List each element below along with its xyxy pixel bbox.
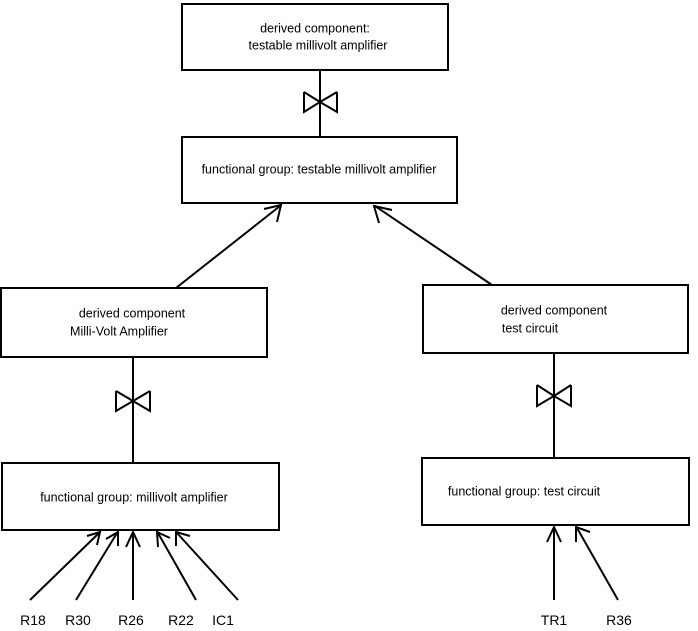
node-right-functional-group-label: functional group: test circuit bbox=[448, 484, 601, 498]
edge-leaf-r22 bbox=[155, 530, 197, 601]
edge-leaf-r26-arrowhead bbox=[125, 529, 141, 548]
node-top-functional-group-border bbox=[181, 136, 458, 204]
edge-leaf-r36 bbox=[575, 525, 619, 601]
edge-left-derived-to-top-functional-arrowhead bbox=[263, 203, 283, 223]
node-right-derived-component[interactable]: derived component test circuit bbox=[422, 284, 689, 354]
bowtie-top-left-wing bbox=[303, 91, 322, 114]
node-right-derived-component-line1: derived component bbox=[501, 303, 608, 317]
connector-bowtie-right bbox=[536, 353, 572, 458]
edge-leaf-r18-line bbox=[29, 532, 100, 601]
edge-right-derived-to-top-functional bbox=[372, 204, 493, 286]
node-left-derived-component-border bbox=[0, 287, 268, 358]
leaf-label-r18: R18 bbox=[20, 612, 46, 628]
edge-leaf-r18 bbox=[29, 530, 102, 601]
node-right-derived-component-line2: test circuit bbox=[502, 321, 559, 335]
leaf-label-r26: R26 bbox=[118, 612, 144, 628]
node-left-derived-component[interactable]: derived component Milli-Volt Amplifier bbox=[0, 287, 268, 358]
bowtie-right-right-wing bbox=[552, 384, 572, 408]
node-top-derived-component-line2: testable millivolt amplifier bbox=[249, 38, 388, 52]
leaf-label-r22: R22 bbox=[168, 612, 194, 628]
node-top-derived-component[interactable]: derived component: testable millivolt am… bbox=[181, 3, 449, 71]
leaf-label-r30: R30 bbox=[65, 612, 91, 628]
edge-right-derived-to-top-functional-arrowhead bbox=[372, 204, 393, 224]
bowtie-left-left-wing bbox=[115, 390, 135, 413]
edge-right-derived-to-top-functional-line bbox=[374, 205, 493, 286]
node-top-functional-group-label: functional group: testable millivolt amp… bbox=[202, 162, 437, 176]
edge-leaf-r22-line bbox=[157, 532, 197, 601]
bowtie-left-right-wing bbox=[131, 390, 151, 413]
edge-leaf-ic1-arrowhead bbox=[175, 530, 191, 546]
edge-leaf-r36-line bbox=[576, 527, 619, 601]
edge-left-derived-to-top-functional bbox=[175, 203, 283, 289]
edge-leaf-r30-arrowhead bbox=[105, 530, 119, 546]
node-right-derived-component-border bbox=[422, 284, 689, 354]
node-left-functional-group[interactable]: functional group: millivolt amplifier bbox=[1, 462, 280, 531]
edge-leaf-tr1-arrowhead bbox=[546, 524, 562, 543]
edge-leaf-ic1-line bbox=[176, 532, 239, 601]
edge-leaf-r30 bbox=[75, 530, 119, 601]
node-left-derived-component-line2: Milli-Volt Amplifier bbox=[70, 324, 168, 338]
edge-leaf-ic1 bbox=[175, 530, 239, 601]
node-left-functional-group-border bbox=[1, 462, 280, 531]
leaf-label-r36: R36 bbox=[606, 612, 632, 628]
node-left-derived-component-line1: derived component bbox=[79, 306, 186, 320]
edge-leaf-r22-arrowhead bbox=[155, 530, 171, 548]
node-right-functional-group[interactable]: functional group: test circuit bbox=[421, 457, 690, 526]
edge-leaf-tr1 bbox=[546, 524, 562, 600]
edge-leaf-r18-arrowhead bbox=[86, 530, 102, 546]
leaf-label-tr1: TR1 bbox=[541, 612, 568, 628]
edge-leaf-r30-line bbox=[75, 532, 118, 601]
node-top-derived-component-border bbox=[181, 3, 449, 71]
connector-bowtie-top bbox=[303, 70, 338, 137]
node-top-derived-component-line1: derived component: bbox=[260, 21, 370, 35]
node-left-functional-group-label: functional group: millivolt amplifier bbox=[40, 490, 228, 504]
connector-bowtie-left bbox=[115, 357, 151, 463]
bowtie-right-left-wing bbox=[536, 384, 556, 408]
bowtie-top-right-wing bbox=[318, 91, 338, 114]
leaf-label-ic1: IC1 bbox=[212, 612, 234, 628]
edge-leaf-r36-arrowhead bbox=[575, 525, 591, 542]
edge-left-derived-to-top-functional-line bbox=[175, 205, 281, 289]
node-right-functional-group-border bbox=[421, 457, 690, 526]
node-top-functional-group[interactable]: functional group: testable millivolt amp… bbox=[181, 136, 458, 204]
edge-leaf-r26 bbox=[125, 529, 141, 600]
